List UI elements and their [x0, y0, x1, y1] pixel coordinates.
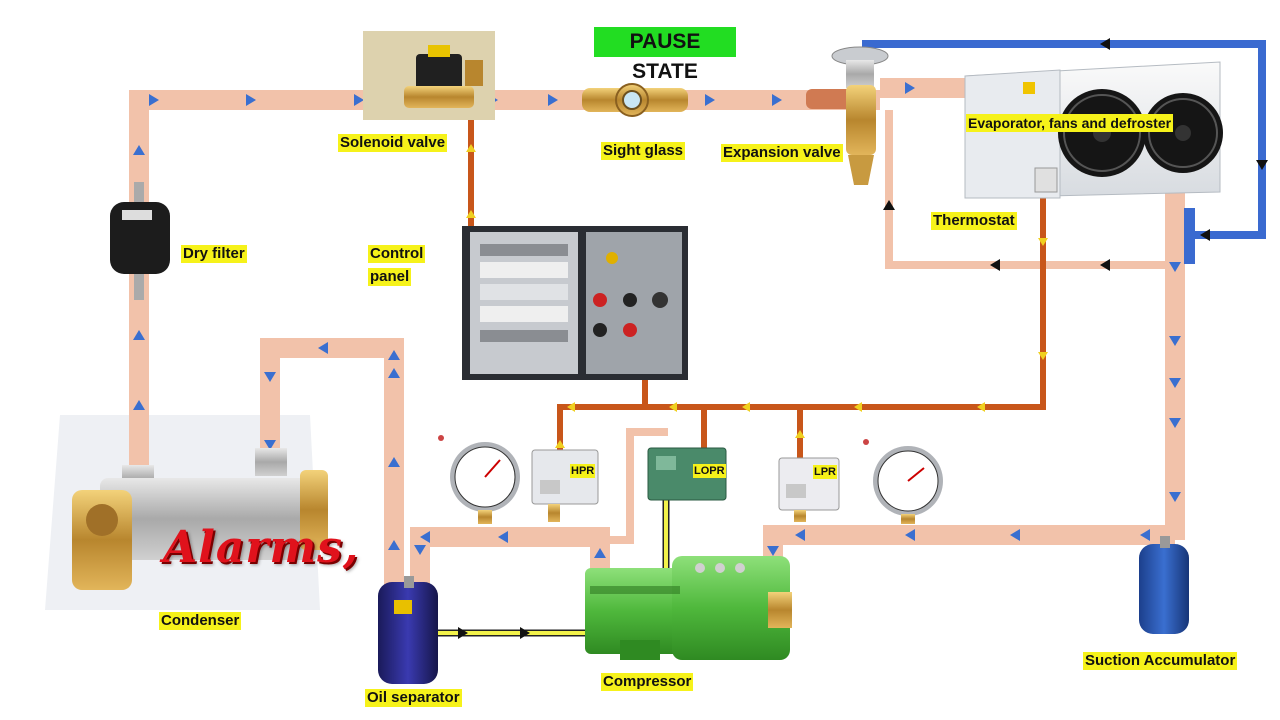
arrow — [133, 400, 145, 410]
label-oil-separator: Oil separator — [365, 689, 462, 707]
arrow — [388, 540, 400, 550]
arrow — [414, 545, 426, 555]
arrow — [246, 94, 256, 106]
label-hpr: HPR — [570, 464, 596, 478]
label-evaporator: Evaporator, fans and defroster — [966, 114, 1174, 132]
arrow — [1256, 160, 1268, 170]
lopr-takeoff — [600, 428, 668, 544]
label-lopr: LOPR — [693, 464, 726, 478]
arrow — [354, 94, 364, 106]
arrow — [1010, 529, 1020, 541]
arrow — [883, 200, 895, 210]
arrow — [567, 402, 575, 412]
arrow — [133, 145, 145, 155]
arrow — [555, 440, 565, 448]
label-condenser: Condenser — [159, 612, 242, 630]
arrow — [1100, 38, 1110, 50]
oil-separator[interactable] — [378, 576, 438, 684]
arrow — [466, 144, 476, 152]
arrow — [466, 210, 476, 218]
arrow — [149, 94, 159, 106]
label-compressor: Compressor — [601, 673, 694, 691]
thermostat-line — [885, 110, 1175, 269]
arrow — [1038, 238, 1048, 246]
arrow — [498, 531, 508, 543]
label-suction-accumulator: Suction Accumulator — [1083, 652, 1238, 670]
equalizer-clamp — [1184, 208, 1195, 264]
arrow — [1200, 229, 1210, 241]
suction-header — [763, 525, 1175, 590]
solenoid-valve[interactable] — [363, 31, 495, 120]
dry-filter[interactable] — [110, 182, 170, 300]
label-lpr: LPR — [813, 465, 837, 479]
arrow — [388, 350, 400, 360]
arrow — [520, 627, 530, 639]
arrow — [742, 402, 750, 412]
label-solenoid-valve: Solenoid valve — [338, 134, 448, 152]
arrow — [264, 440, 276, 450]
arrow — [990, 259, 1000, 271]
arrow — [795, 430, 805, 438]
low-pressure-gauge[interactable] — [863, 439, 943, 524]
arrow — [264, 372, 276, 382]
arrow — [1169, 262, 1181, 272]
arrow — [1169, 418, 1181, 428]
sight-glass[interactable] — [582, 83, 688, 117]
arrow — [1100, 259, 1110, 271]
arrow — [420, 531, 430, 543]
alarm-text: Alarms, — [163, 522, 360, 573]
condenser[interactable] — [72, 448, 328, 590]
label-control-panel-line2: panel — [368, 268, 412, 286]
arrow — [1169, 378, 1181, 388]
arrow — [1038, 352, 1048, 360]
arrow — [905, 82, 915, 94]
arrow — [458, 627, 468, 639]
lopr-switch[interactable] — [647, 447, 727, 501]
arrow — [594, 548, 606, 558]
hpr-switch[interactable] — [531, 449, 599, 522]
arrow — [548, 94, 558, 106]
arrow — [388, 368, 400, 378]
arrow — [133, 330, 145, 340]
label-expansion-valve: Expansion valve — [721, 144, 843, 162]
equalizer-line — [862, 40, 1266, 239]
state-banner: PAUSE STATE — [594, 27, 736, 83]
arrow — [905, 529, 915, 541]
arrow — [318, 342, 328, 354]
thermostat-arrows — [458, 38, 1268, 639]
label-sight-glass: Sight glass — [601, 142, 686, 160]
lpr-switch[interactable] — [778, 457, 840, 522]
arrow — [772, 94, 782, 106]
label-thermostat: Thermostat — [931, 212, 1017, 230]
arrow — [795, 529, 805, 541]
arrow — [1169, 492, 1181, 502]
label-dry-filter: Dry filter — [181, 245, 247, 263]
arrow — [1169, 336, 1181, 346]
compressor[interactable] — [585, 556, 792, 660]
high-pressure-gauge[interactable] — [438, 435, 520, 524]
arrow — [854, 402, 862, 412]
arrow — [669, 402, 677, 412]
control-panel[interactable] — [462, 226, 688, 380]
arrow — [388, 457, 400, 467]
arrow — [705, 94, 715, 106]
suction-accumulator[interactable] — [1139, 536, 1189, 634]
arrow — [977, 402, 985, 412]
label-control-panel-line1: Control — [368, 245, 426, 263]
arrow — [767, 546, 779, 556]
arrow — [1140, 529, 1150, 541]
compressor-discharge — [410, 527, 610, 585]
evaporator-unit[interactable] — [964, 61, 1223, 199]
expansion-valve[interactable] — [806, 46, 889, 185]
